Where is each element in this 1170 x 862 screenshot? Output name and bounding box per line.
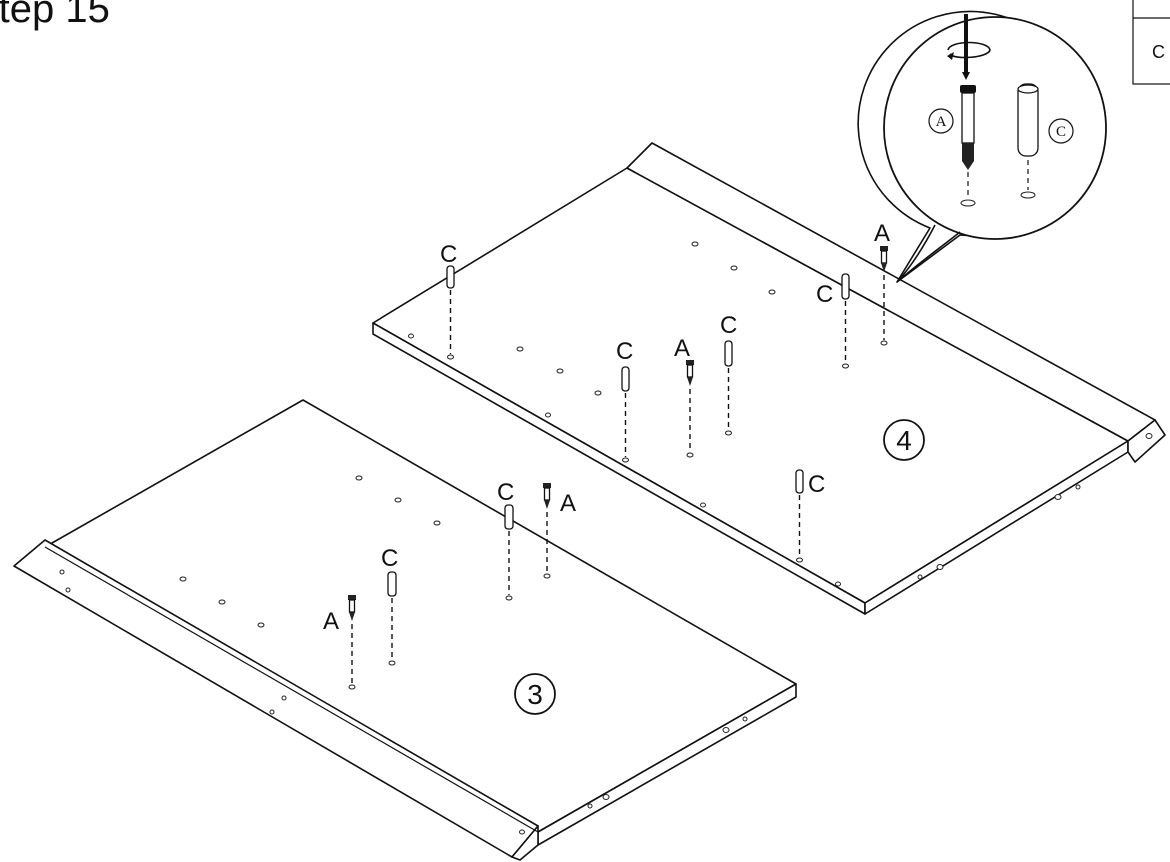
detail-screw-label: A — [936, 114, 947, 130]
panel-4-dowel-1: C — [440, 241, 457, 360]
detail-dowel: C — [1017, 83, 1074, 199]
panel-3-rail-end — [511, 825, 539, 861]
panel-3-dowel-1: C — [497, 479, 514, 601]
panel-4-rail-end — [1127, 419, 1166, 463]
panel-4-dowel-3: C — [720, 312, 737, 436]
screwdriver-icon — [947, 14, 991, 80]
panel-4-dowel-4-label: C — [816, 281, 833, 308]
panel-3-screw-2-label: A — [323, 608, 339, 635]
detail-screw: A — [928, 85, 976, 207]
panel-4-screw-2: A — [874, 220, 890, 346]
detail-callout: A C — [857, 10, 1107, 283]
panel-4-screw-1-label: A — [674, 335, 690, 362]
panel-4-dowel-3-label: C — [720, 312, 737, 339]
detail-dowel-label: C — [1056, 124, 1066, 140]
svg-text:3: 3 — [527, 679, 543, 710]
panel-3-dowel-2: C — [381, 545, 398, 666]
parts-table-fragment: C — [1132, 0, 1170, 85]
panel-3-dowel-2-label: C — [381, 545, 398, 572]
panel-4-dowel-4: C — [816, 273, 850, 369]
panel-4-dowel-5-label: C — [808, 471, 825, 498]
panel-3-holes — [59, 475, 748, 835]
panel-4-holes — [408, 241, 1153, 587]
panel-3-dowel-1-label: C — [497, 479, 514, 506]
panel-4-screw-2-label: A — [874, 220, 890, 247]
step-title: Step 15 — [0, 0, 110, 31]
panel-4-dowel-5: C — [795, 469, 825, 563]
panel-3-screw-1-label: A — [560, 490, 576, 517]
panel-4-dowel-1-label: C — [440, 241, 457, 268]
parts-table-frame — [1132, 0, 1170, 85]
panel-4-dowel-2: C — [616, 338, 633, 463]
parts-table-row-label: C — [1152, 42, 1165, 62]
panel-3-screw-1: A — [543, 483, 576, 579]
panel-4-screw-1: A — [674, 335, 694, 458]
panel-3-screw-2: A — [323, 595, 356, 690]
panel-4: C C C C C — [372, 142, 1166, 615]
panel-4-dowel-2-label: C — [616, 338, 633, 365]
panel-3: C C A A 3 — [13, 399, 797, 861]
svg-text:4: 4 — [896, 425, 912, 456]
panel-4-number: 4 — [883, 419, 925, 461]
panel-3-number: 3 — [514, 673, 556, 715]
